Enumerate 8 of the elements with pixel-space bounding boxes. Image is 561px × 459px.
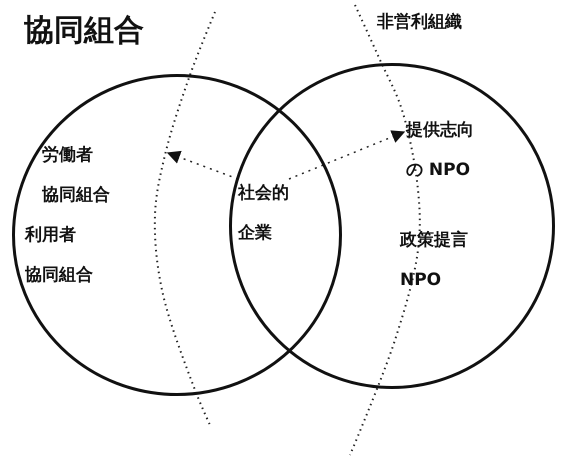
set-label: 労働者協同組合 [42,144,110,207]
set-heading: 協同組合 [24,12,144,50]
set-label: 社会的企業 [238,182,289,245]
set-label: 利用者協同組合 [25,224,93,287]
set-label: 政策提言NPO [400,229,468,292]
set-heading: 非営利組織 [377,11,462,33]
arrow [288,130,406,180]
set-label: 提供志向の NPO [406,119,474,182]
